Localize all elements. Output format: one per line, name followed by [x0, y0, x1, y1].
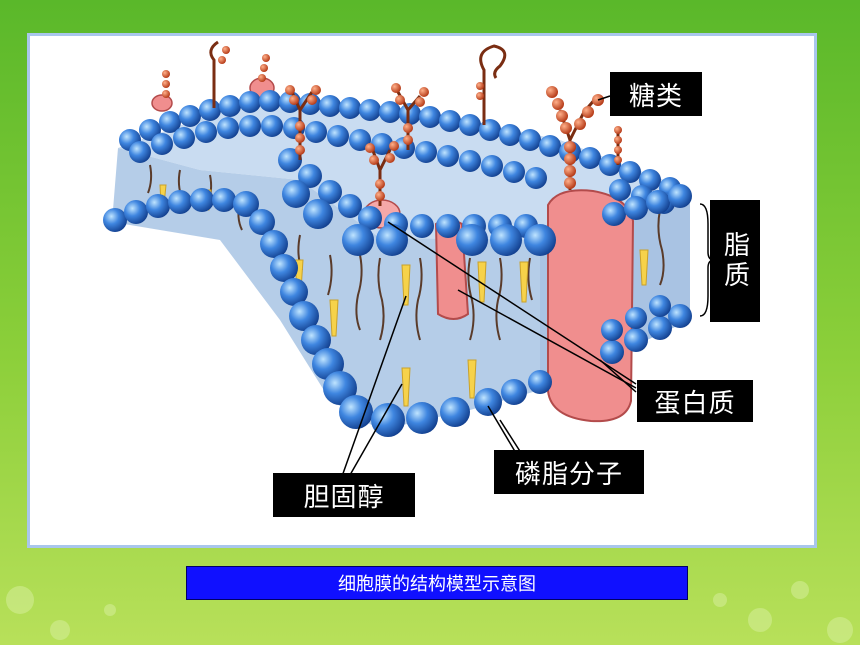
label-phospholipid: 磷脂分子	[494, 450, 644, 494]
phospholipid-heads-bottom	[103, 188, 692, 437]
label-protein: 蛋白质	[637, 380, 753, 422]
label-cholesterol: 胆固醇	[273, 473, 415, 517]
diagram-caption: 细胞膜的结构模型示意图	[186, 566, 688, 600]
large-channel-protein	[547, 189, 635, 423]
label-lipid: 脂质	[710, 200, 760, 322]
phospholipid-heads-front-top	[282, 180, 556, 256]
glycan-chains	[162, 40, 622, 206]
label-sugar: 糖类	[610, 72, 702, 116]
surface-protein	[151, 94, 173, 112]
phospholipid-heads-top	[119, 90, 692, 238]
membrane-front-face	[112, 148, 540, 430]
